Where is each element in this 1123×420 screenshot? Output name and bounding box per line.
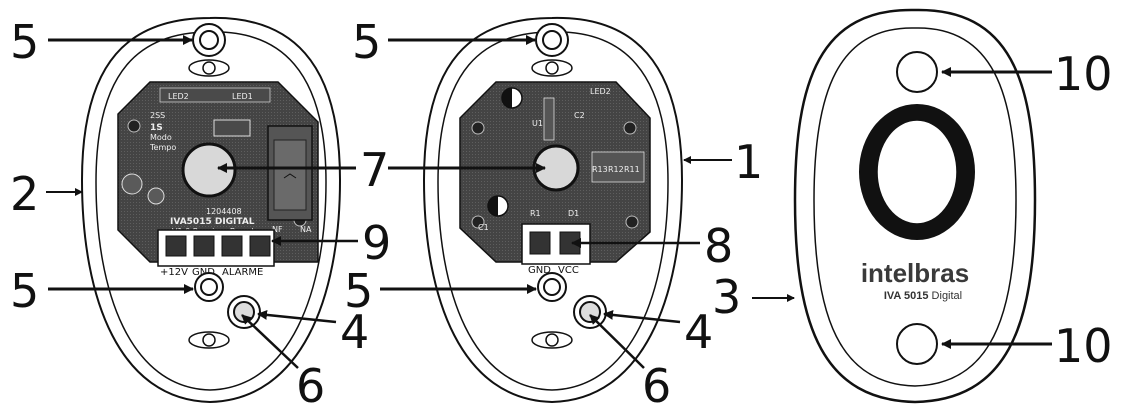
- cover-lens-inner: [876, 119, 958, 225]
- cover-model: IVA 5015 Digital: [884, 290, 962, 302]
- terminal-label-alarme: ALARME: [222, 267, 263, 278]
- left-pcb-time-label: Tempo: [149, 143, 176, 152]
- middle-pcb: U1 R13 R12 R11 R1 D1 C1 C2 LED2: [459, 81, 651, 263]
- middle-pcb-r13: R13: [592, 165, 608, 174]
- middle-terminal-gnd: GND: [528, 265, 551, 276]
- callout-4-middle: 4: [684, 305, 713, 359]
- cover-inner: [813, 27, 1017, 387]
- left-terminal-block: +12V GND ALARME: [157, 229, 275, 278]
- left-housing-inner: [95, 31, 327, 391]
- left-pcb-mode-value: 1S: [150, 123, 163, 133]
- cover-brand: intelbras: [861, 258, 969, 288]
- callout-5-left-bottom: 5: [10, 264, 39, 318]
- middle-pcb-r12: R12: [608, 165, 624, 174]
- callout-10-bottom: 10: [1054, 319, 1113, 373]
- cover-model-bold: IVA 5015: [884, 290, 929, 302]
- right-cover: intelbras IVA 5015 Digital: [793, 8, 1037, 404]
- middle-bottom-mounts: [531, 272, 607, 349]
- left-pcb-title: IVA5015 DIGITAL: [170, 217, 255, 227]
- arrow-6-left: [241, 314, 299, 369]
- middle-pcb-u1: U1: [532, 119, 543, 128]
- callout-9: 9: [362, 216, 391, 270]
- middle-pcb-led2: LED2: [590, 87, 611, 96]
- terminal-label-gnd: GND: [192, 267, 215, 278]
- left-pcb-na: NA: [300, 225, 312, 234]
- arrow-6-middle: [589, 314, 645, 369]
- left-pcb-led2: LED2: [168, 92, 189, 101]
- cover-top-led-window: [896, 51, 938, 93]
- middle-pcb-c2: C2: [574, 111, 585, 120]
- callout-2: 2: [10, 167, 39, 221]
- left-pcb-serial: 1204408: [206, 207, 242, 216]
- left-housing-outer: [80, 16, 342, 404]
- left-housing: LED2 LED1 2SS 1S Modo Tempo 1204408 IVA5…: [80, 16, 342, 404]
- middle-terminal-vcc: VCC: [558, 265, 579, 276]
- left-top-mount: [188, 23, 230, 77]
- cover-bottom-led-window: [896, 323, 938, 365]
- callout-1: 1: [734, 135, 763, 189]
- middle-housing: U1 R13 R12 R11 R1 D1 C1 C2 LED2 GND VCC: [422, 16, 684, 404]
- callout-3: 3: [712, 270, 741, 324]
- callout-6-middle: 6: [642, 359, 671, 413]
- middle-pcb-r1: R1: [530, 209, 541, 218]
- middle-pcb-r11: R11: [624, 165, 640, 174]
- left-bottom-mounts: [188, 272, 261, 349]
- callout-5-middle-bottom: 5: [344, 264, 373, 318]
- cover-model-rest: Digital: [929, 290, 963, 302]
- middle-housing-inner: [437, 31, 669, 391]
- left-pcb-mode-label: Modo: [150, 133, 172, 142]
- callout-8: 8: [704, 219, 733, 273]
- callout-5-middle-top: 5: [352, 15, 381, 69]
- left-pcb-led1: LED1: [232, 92, 253, 101]
- left-pcb-mode-value2: 2SS: [150, 111, 165, 120]
- left-pcb-nf: NF: [272, 225, 283, 234]
- middle-housing-outer: [422, 16, 684, 404]
- callout-7: 7: [360, 143, 389, 197]
- callouts: 5 5 2 7 9 4 6 5 5 1 8 4: [10, 15, 1113, 413]
- callout-6-left: 6: [296, 359, 325, 413]
- terminal-label-12v: +12V: [160, 267, 188, 278]
- left-lens: [181, 142, 237, 198]
- arrow-4-left: [257, 309, 337, 324]
- callout-5-left-top: 5: [10, 15, 39, 69]
- middle-pcb-c1: C1: [478, 223, 489, 232]
- middle-top-mount: [531, 23, 573, 77]
- middle-terminal-block: GND VCC: [521, 223, 591, 276]
- middle-pcb-d1: D1: [568, 209, 579, 218]
- callout-4-left: 4: [340, 305, 369, 359]
- callout-10-top: 10: [1054, 47, 1113, 101]
- arrow-4-middle: [603, 309, 681, 324]
